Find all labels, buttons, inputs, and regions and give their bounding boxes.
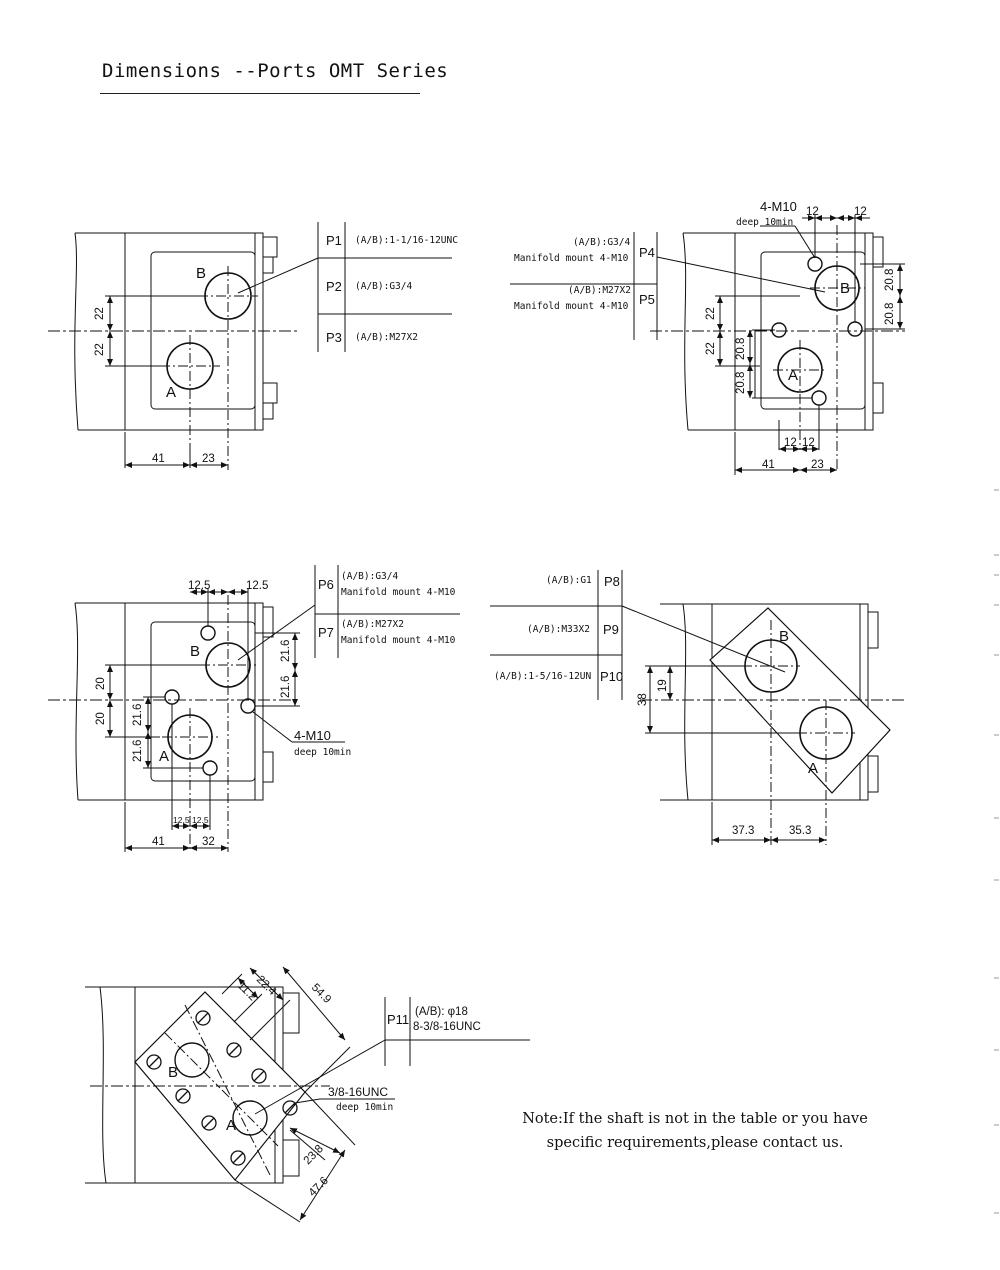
v3-depth: deep 10min	[294, 747, 351, 758]
v2-port-mount-1: Manifold mount 4-M10	[514, 253, 629, 264]
v4-port-code-3: P10	[600, 669, 623, 684]
v3-dim-h-right: 32	[202, 836, 215, 848]
v4-port-b-label: B	[779, 628, 789, 645]
v2-dim-v-bottom: 22	[705, 342, 717, 355]
v3-dim-top-left: 12.5	[188, 580, 210, 592]
v2-port-spec-2: (A/B):M27X2	[568, 285, 631, 296]
v2-dim-bot-left: 12	[784, 437, 797, 449]
page-title: Dimensions --Ports OMT Series	[102, 60, 449, 82]
v1-port-spec-1: (A/B):1-1/16-12UNC	[355, 235, 458, 246]
v4-dim-h-left: 37.3	[732, 825, 754, 837]
v3-dim-right-lower: 21.6	[280, 676, 292, 698]
v3-thread: 4-M10	[294, 728, 331, 743]
v3-port-a-label: A	[159, 748, 169, 765]
v3-port-spec-1: (A/B):G3/4	[341, 571, 398, 582]
v3-port-mount-1: Manifold mount 4-M10	[341, 587, 456, 598]
v1-dim-v-bottom: 22	[94, 343, 106, 356]
v3-dim-right-upper: 21.6	[280, 640, 292, 662]
v5-thread: 3/8-16UNC	[328, 1085, 388, 1099]
v5-dim-d4: 23.8	[302, 1143, 326, 1167]
v3-port-spec-2: (A/B):M27X2	[341, 619, 404, 630]
view-1	[48, 222, 452, 470]
v2-dim-bot-right: 12	[802, 437, 815, 449]
v2-depth: deep 10min	[736, 217, 793, 228]
v2-dim-v-top: 22	[705, 307, 717, 320]
v1-port-a-label: A	[166, 384, 176, 401]
v2-dim-top-left: 12	[806, 206, 819, 218]
note-line-1: Note:If the shaft is not in the table or…	[522, 1111, 868, 1127]
v2-port-code-1: P4	[639, 245, 655, 260]
v3-dim-v-bottom: 20	[95, 712, 107, 725]
v5-port-thread: 8-3/8-16UNC	[413, 1021, 481, 1033]
v5-port-b-label: B	[168, 1064, 178, 1081]
v3-dim-top-right: 12.5	[246, 580, 268, 592]
v3-dim-bot-right: 12.5	[192, 815, 209, 825]
v1-port-code-3: P3	[326, 330, 342, 345]
v4-port-spec-3: (A/B):1-5/16-12UN	[494, 671, 592, 682]
v4-port-spec-2: (A/B):M33X2	[527, 624, 590, 635]
v3-port-b-label: B	[190, 643, 200, 660]
v4-port-code-2: P9	[603, 622, 619, 637]
view-2	[510, 215, 905, 475]
v4-dim-v-small: 19	[657, 679, 669, 692]
v3-dim-inner-lower: 21.6	[132, 740, 144, 762]
v3-port-code-1: P6	[318, 577, 334, 592]
v4-dim-v-big: 38	[637, 693, 649, 706]
v5-depth: deep 10min	[336, 1102, 393, 1113]
v1-dim-v-top: 22	[94, 307, 106, 320]
v1-port-spec-2: (A/B):G3/4	[355, 281, 412, 292]
v3-port-code-2: P7	[318, 625, 334, 640]
v2-port-a-label: A	[788, 367, 798, 384]
v2-dim-inner-lower: 20.8	[735, 372, 747, 394]
v4-dim-h-right: 35.3	[789, 825, 811, 837]
v2-dim-h-right: 23	[811, 459, 824, 471]
v1-dim-h-left: 41	[152, 453, 165, 465]
note-line-2: specific requirements,please contact us.	[546, 1135, 844, 1151]
v5-port-code: P11	[387, 1012, 409, 1027]
v5-port-a-label: A	[226, 1117, 236, 1134]
v2-thread: 4-M10	[760, 199, 797, 214]
v1-dim-h-right: 23	[202, 453, 215, 465]
v5-dim-d5: 47.6	[307, 1175, 331, 1199]
v3-port-mount-2: Manifold mount 4-M10	[341, 635, 456, 646]
v3-dim-bot-left: 12.5	[173, 815, 190, 825]
v1-port-code-1: P1	[326, 233, 342, 248]
v2-port-code-2: P5	[639, 292, 655, 307]
v1-port-b-label: B	[196, 265, 206, 282]
v2-dim-inner-upper: 20.8	[735, 338, 747, 360]
note: Note:If the shaft is not in the table or…	[500, 1107, 890, 1155]
v3-dim-v-top: 20	[95, 677, 107, 690]
v2-port-spec-1: (A/B):G3/4	[573, 237, 630, 248]
v1-port-code-2: P2	[326, 279, 342, 294]
v3-dim-inner-upper: 21.6	[132, 704, 144, 726]
view-3	[48, 565, 460, 852]
v2-dim-right-lower: 20.8	[884, 303, 896, 325]
v4-port-code-1: P8	[604, 574, 620, 589]
v5-port-spec: (A/B): φ18	[415, 1006, 468, 1018]
v2-dim-right-upper: 20.8	[884, 269, 896, 291]
v2-dim-h-left: 41	[762, 459, 775, 471]
v3-dim-h-left: 41	[152, 836, 165, 848]
title-underline	[100, 93, 420, 94]
view-5	[85, 966, 530, 1223]
v1-port-spec-3: (A/B):M27X2	[355, 332, 418, 343]
v2-port-b-label: B	[840, 280, 850, 297]
edge-marks	[994, 489, 999, 1214]
v4-port-a-label: A	[808, 760, 818, 777]
v4-port-spec-1: (A/B):G1	[546, 575, 592, 586]
v2-dim-top-right: 12	[854, 206, 867, 218]
view-4	[490, 570, 905, 845]
v2-port-mount-2: Manifold mount 4-M10	[514, 301, 629, 312]
